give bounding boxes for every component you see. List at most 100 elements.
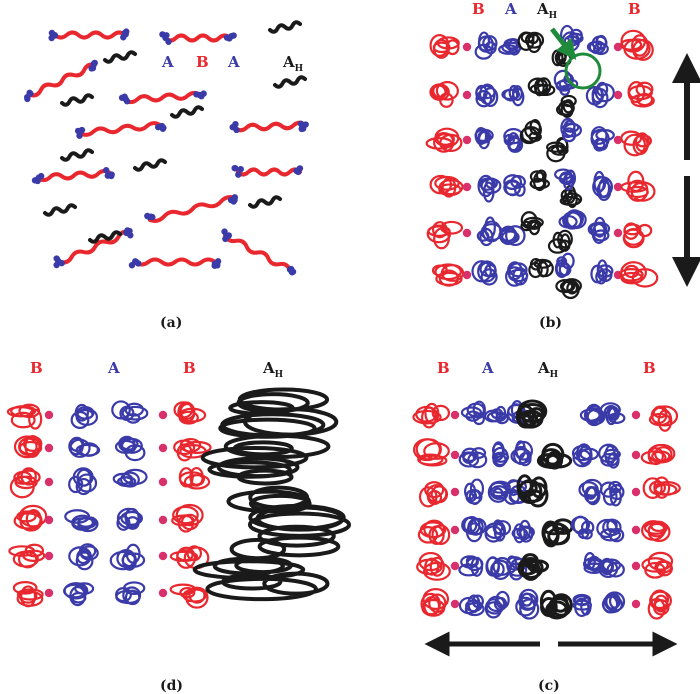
homopolymer-coil [547, 229, 573, 254]
block-A-coil [484, 405, 509, 425]
block-B-coil [641, 551, 674, 579]
junction-dot [462, 135, 472, 145]
panel-a: A B A AH (a) [24, 20, 309, 331]
homopolymer-coil [527, 77, 556, 97]
block-A-coil [475, 83, 499, 108]
caption-c: (c) [538, 678, 560, 694]
block-B-coil [169, 545, 210, 570]
block-A-coil [510, 440, 534, 467]
junction-dot [44, 588, 54, 598]
block-A-coil [458, 594, 485, 617]
homopolymer-coil [539, 589, 573, 620]
caption-d: (d) [160, 678, 183, 694]
block-A-coil [112, 468, 148, 488]
block-A-coil [585, 81, 615, 109]
triblock-copolymer [221, 228, 297, 276]
block-A-end [123, 227, 134, 239]
block-B-chain [223, 233, 292, 272]
junction-dot [158, 443, 168, 453]
junction-dot [450, 410, 460, 420]
block-A-coil [70, 403, 99, 429]
block-A-coil [596, 518, 625, 543]
triblock-copolymer [118, 90, 207, 105]
block-B-coil [418, 481, 449, 508]
triblock-copolymer [128, 257, 222, 269]
block-A-end [297, 120, 309, 133]
block-B-coil [6, 403, 43, 430]
block-B-chain [133, 257, 217, 267]
junction-dot [450, 561, 460, 571]
block-B-chain [28, 62, 97, 98]
label-a-homopolymer-main: A [282, 53, 295, 71]
homopolymer-coil [200, 433, 331, 470]
block-B-coil [642, 476, 681, 500]
label-b-block-B-left: B [472, 0, 485, 18]
block-A-coil [109, 543, 146, 571]
block-B-chain [58, 229, 132, 265]
block-A-coil [458, 447, 488, 469]
junction-dot [44, 515, 54, 525]
block-A-coil [458, 555, 484, 577]
homopolymer-coil [517, 553, 550, 581]
block-A-coil [579, 403, 606, 427]
homopolymer-coil [559, 184, 583, 208]
junction-dot [462, 182, 472, 192]
homopolymer-coil [520, 211, 544, 236]
block-B-coil [619, 29, 654, 61]
label-a-block-A1: A [161, 53, 174, 71]
block-A-end [154, 122, 167, 132]
block-A-coil [554, 168, 577, 191]
block-A-end [159, 31, 172, 45]
homopolymer-chain [88, 230, 122, 244]
block-A-coil [484, 519, 512, 543]
label-c-block-B-left: B [437, 359, 450, 377]
junction-dot [613, 228, 623, 238]
junction-dot [462, 42, 472, 52]
block-A-coil [511, 519, 535, 544]
label-d-homopolymer: AH [262, 359, 284, 380]
homopolymer-coil [192, 556, 306, 581]
block-A-coil [491, 441, 510, 468]
block-A-coil [460, 400, 486, 426]
junction-dot [631, 599, 641, 609]
block-B-coil [429, 174, 464, 198]
block-B-coil [13, 435, 43, 459]
junction-dot [158, 588, 168, 598]
junction-dot [450, 450, 460, 460]
block-B-coil [412, 438, 450, 467]
block-A-end [48, 29, 59, 42]
green-highlight-icon [550, 27, 602, 90]
block-A-coil [63, 582, 95, 607]
block-A-coil [599, 402, 626, 426]
junction-dot [44, 551, 54, 561]
block-A-end [223, 32, 237, 42]
junction-dot [631, 410, 641, 420]
junction-dot [44, 443, 54, 453]
homopolymer-chain [43, 203, 77, 217]
homopolymer-coil [229, 524, 341, 561]
block-A-end [193, 90, 207, 100]
label-a-homopolymer: AH [282, 53, 304, 74]
homopolymer-coil [519, 119, 542, 145]
label-d-block-B-mid: B [183, 359, 196, 377]
block-B-coil [178, 466, 211, 490]
block-A-coil [554, 252, 575, 278]
label-a-homopolymer-sub: H [295, 64, 304, 74]
homopolymer-coil [207, 456, 300, 486]
homopolymer-chain [60, 148, 94, 162]
triblock-copolymer [159, 31, 237, 45]
homopolymer-coil [218, 407, 339, 439]
block-A-coil [498, 38, 522, 56]
block-B-coil [412, 402, 451, 429]
panel-d: B A B AH (d) [6, 359, 352, 694]
label-c-block-B-right: B [643, 359, 656, 377]
triblock-copolymer [74, 121, 167, 139]
block-A-coil [476, 216, 503, 247]
junction-dot [158, 515, 168, 525]
block-A-coil [570, 515, 595, 540]
junction-dot [613, 135, 623, 145]
block-A-end [144, 212, 156, 221]
block-A-coil [484, 590, 510, 619]
block-A-coil [64, 509, 99, 533]
label-c-block-A: A [481, 359, 494, 377]
